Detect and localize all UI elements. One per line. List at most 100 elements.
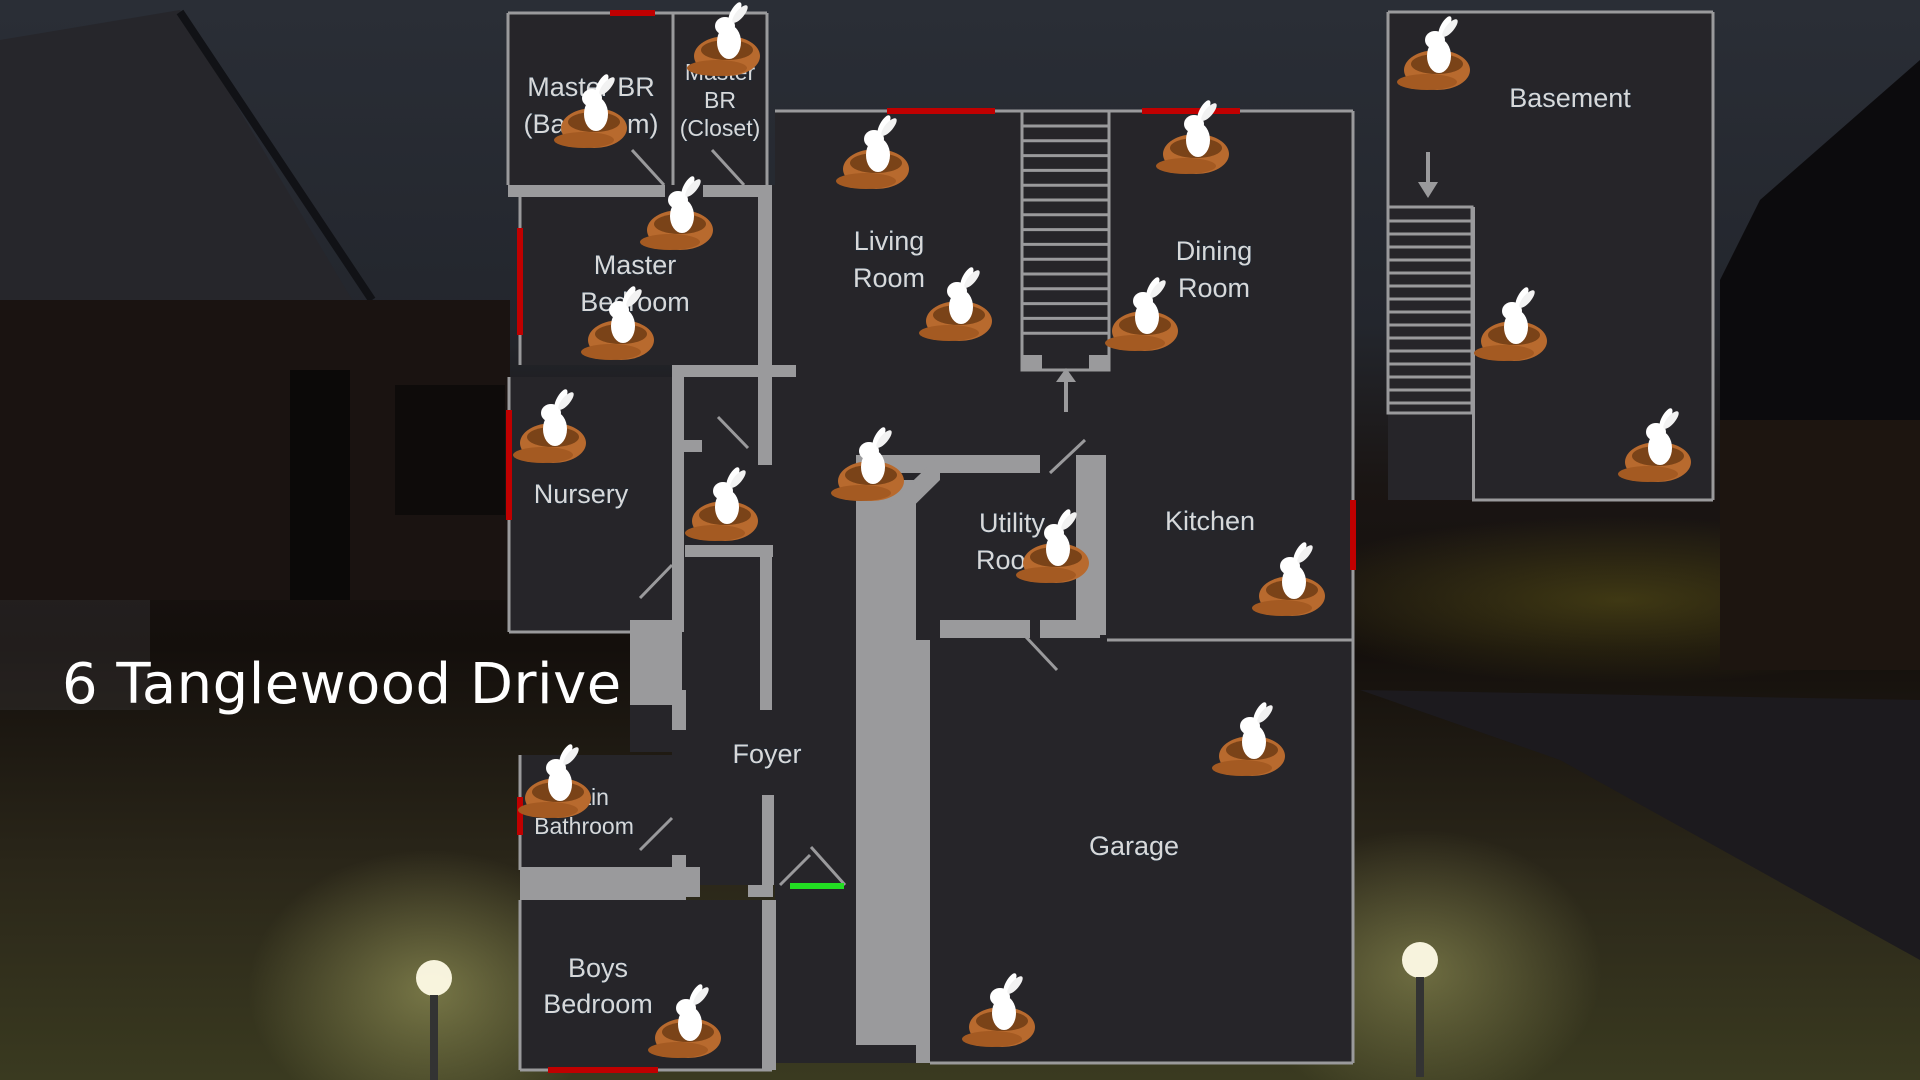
door-swing [716, 415, 750, 450]
bunny-nest[interactable] [962, 971, 1035, 1047]
bunny-ear-icon [681, 176, 695, 196]
bunny-nest[interactable] [648, 982, 721, 1058]
wall-segment [684, 440, 702, 452]
bunny-nest[interactable] [518, 742, 591, 818]
bunny-ear-icon [1061, 512, 1077, 530]
bunny-ear-icon [693, 987, 709, 1005]
room-label-garage: Garage [1089, 831, 1179, 861]
nest-rim-icon [1156, 158, 1216, 174]
bunny-nest[interactable] [1474, 285, 1547, 361]
roof-edge [176, 9, 376, 303]
bunny-ear-icon [1146, 277, 1160, 297]
nest-rim-icon [1397, 74, 1457, 90]
wall-segment [762, 795, 774, 885]
wall-segment [758, 185, 772, 465]
bunny-ear-icon [1659, 408, 1673, 428]
bunny-ear-icon [1442, 19, 1458, 37]
bunny-ear-icon [1297, 545, 1313, 563]
driveway [1360, 690, 1920, 960]
wall-segment [605, 185, 665, 197]
stairs-up-arrowhead-icon [1056, 368, 1076, 382]
bunny-nest[interactable] [919, 265, 992, 341]
bunny-ear-icon [728, 2, 742, 22]
bunny-nest[interactable] [1618, 406, 1691, 482]
room-label-line: BR [704, 87, 736, 113]
nest-rim-icon [836, 173, 896, 189]
bunny-nest[interactable] [513, 387, 586, 463]
bunny-ear-icon [732, 5, 748, 23]
bunny-nest[interactable] [1016, 507, 1089, 583]
walls [506, 10, 1715, 1073]
room-label-line: Bedroom [543, 989, 653, 1019]
nest-rim-icon [1252, 600, 1312, 616]
house-window [395, 385, 505, 515]
bunny-nest[interactable] [640, 174, 713, 250]
nest-rim-icon [648, 1042, 708, 1058]
room-label-nursery: Nursery [534, 479, 629, 509]
nest-rim-icon [581, 344, 641, 360]
bunny-ear-icon [626, 289, 642, 307]
wall-segment [760, 545, 772, 710]
bunny-ear-icon [559, 744, 573, 764]
bunny-nest[interactable] [1105, 275, 1178, 351]
nest-rim-icon [640, 234, 700, 250]
bunny-ear-icon [960, 267, 974, 287]
door-swing [809, 845, 847, 887]
nests [513, 0, 1691, 1058]
room-label-line: Master [594, 250, 677, 280]
room-label-line: Kitchen [1165, 506, 1255, 536]
bunny-nest[interactable] [831, 425, 904, 501]
room-label-line: Utility [979, 508, 1045, 538]
bunny-ear-icon [1003, 973, 1017, 993]
bunny-ear-icon [563, 747, 579, 765]
bunny-ear-icon [1515, 287, 1529, 307]
bunny-ear-icon [685, 179, 701, 197]
bunny-nest[interactable] [1212, 700, 1285, 776]
wall-segment [1022, 355, 1042, 370]
room-label-line: Room [853, 263, 925, 293]
bunny-ear-icon [877, 115, 891, 135]
nest-rim-icon [518, 802, 578, 818]
address-title: 6 Tanglewood Drive [62, 652, 622, 717]
bunny-ear-icon [1253, 702, 1267, 722]
bunny-nest[interactable] [1397, 14, 1470, 90]
nest-rim-icon [1105, 335, 1165, 351]
nest-rim-icon [1618, 466, 1678, 482]
bunny-nest[interactable] [685, 465, 758, 541]
bunny-nest[interactable] [836, 113, 909, 189]
basement-stairs[interactable] [1386, 205, 1474, 415]
room-label-kitchen: Kitchen [1165, 506, 1255, 536]
bunny-nest[interactable] [554, 72, 627, 148]
door-swing [630, 148, 666, 187]
house-wall-right [1720, 420, 1920, 670]
bunny-nest[interactable] [1252, 540, 1325, 616]
lamp-post-right [1416, 977, 1424, 1077]
wall-segment [940, 620, 1030, 638]
door-swing [1024, 635, 1059, 672]
bunny-nest[interactable] [687, 0, 760, 76]
bunny-ear-icon [1663, 411, 1679, 429]
bunny-ear-icon [964, 270, 980, 288]
bunny-ear-icon [1197, 100, 1211, 120]
bunny-ear-icon [872, 427, 886, 447]
bunny-nest[interactable] [581, 284, 654, 360]
room-label-line: Room [1178, 273, 1250, 303]
door-swing [1048, 438, 1087, 475]
bunny-ear-icon [1519, 290, 1535, 308]
wall-segment [672, 855, 686, 900]
wall-segment [916, 640, 930, 1063]
bunny-ear-icon [1201, 103, 1217, 121]
room-label-line: Foyer [732, 739, 801, 769]
nest-rim-icon [687, 60, 747, 76]
bunny-ear-icon [1007, 976, 1023, 994]
room-label-line: Nursery [534, 479, 629, 509]
nest-rim-icon [1016, 567, 1076, 583]
bunny-nest[interactable] [1156, 98, 1229, 174]
bunny-ear-icon [881, 118, 897, 136]
nest-rim-icon [685, 525, 745, 541]
wall-segment [748, 885, 773, 897]
